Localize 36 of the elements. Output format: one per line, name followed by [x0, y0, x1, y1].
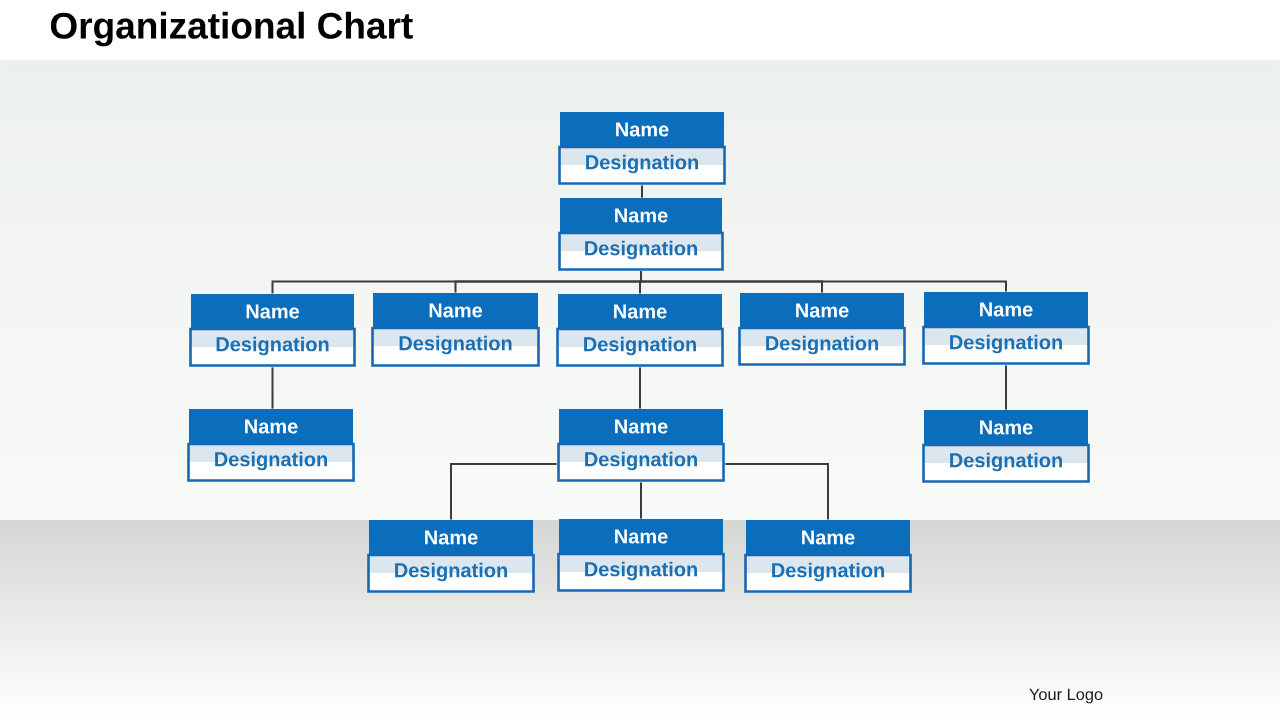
designation-box: Designation: [557, 552, 725, 592]
designation-box: Designation: [367, 553, 535, 593]
name-header: Name: [560, 198, 722, 233]
connector-line: [271, 366, 274, 410]
connector-line: [640, 270, 1007, 293]
footer-note: Your Logo: [1029, 688, 1103, 704]
connector-line: [640, 481, 642, 520]
designation-box: Designation: [556, 327, 724, 367]
designation-box: Designation: [371, 326, 540, 367]
name-header: Name: [559, 409, 723, 444]
designation-box: Designation: [558, 231, 724, 271]
designation-box: Designation: [922, 443, 1090, 483]
name-header: Name: [373, 293, 538, 328]
connector-line: [450, 463, 558, 521]
designation-box: Designation: [557, 442, 725, 482]
name-header: Name: [191, 294, 354, 329]
designation-box: Designation: [189, 327, 356, 367]
connector-line: [639, 366, 641, 410]
designation-box: Designation: [558, 145, 726, 185]
name-header: Name: [559, 519, 723, 554]
designation-box: Designation: [922, 325, 1090, 365]
name-header: Name: [369, 520, 533, 555]
name-header: Name: [746, 520, 910, 555]
name-header: Name: [189, 409, 353, 444]
name-header: Name: [560, 112, 724, 147]
title: Organizational Chart: [50, 11, 413, 47]
designation-box: Designation: [187, 442, 355, 482]
name-header: Name: [740, 293, 904, 328]
designation-box: Designation: [744, 553, 912, 593]
name-header: Name: [924, 410, 1088, 445]
connector-line: [1005, 364, 1007, 411]
connector-line: [641, 184, 643, 199]
name-header: Name: [558, 294, 722, 329]
connector-line: [724, 463, 829, 521]
designation-box: Designation: [738, 326, 906, 366]
name-header: Name: [924, 292, 1088, 327]
